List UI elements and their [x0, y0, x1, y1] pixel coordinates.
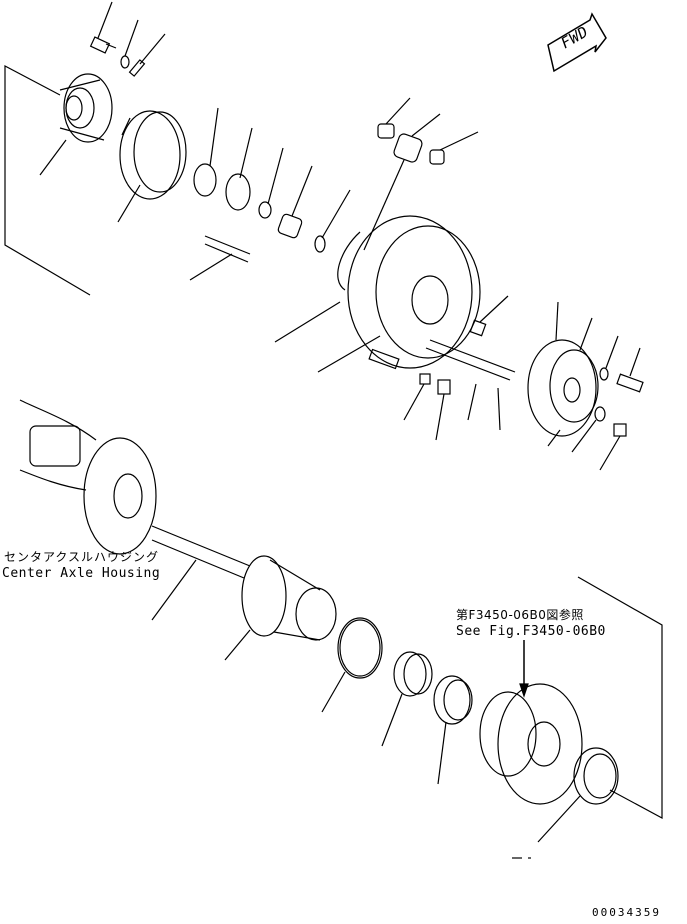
part-flange-hub [39, 73, 113, 176]
part-bearing-cone [381, 651, 433, 747]
housing-label-jp: センタアクスルハウジング [4, 550, 160, 564]
reference-label-jp: 第F3450-06B0図参照 [456, 608, 584, 622]
part-drain-plug [599, 423, 627, 471]
part-plug [571, 406, 606, 453]
part-washer-right [599, 335, 619, 381]
housing-label-en: Center Axle Housing [2, 566, 161, 581]
group-bracket-bottom-right [577, 576, 663, 820]
part-axle-shaft [151, 525, 251, 621]
part-oil-seal [537, 747, 619, 843]
part-bolt-top [89, 1, 117, 54]
part-axle-housing [19, 399, 157, 555]
part-bearing-cup [433, 675, 473, 785]
part-spacer [258, 147, 284, 219]
group-bracket-top-left [4, 65, 91, 296]
part-end-cover [527, 301, 599, 447]
part-bolt-lower [368, 348, 451, 441]
part-thrust-plate [193, 107, 219, 197]
part-shaft-pin [189, 235, 251, 281]
part-carrier-housing [274, 215, 481, 373]
drawing-id: 00034359 [592, 906, 661, 919]
part-needle-bearing [277, 165, 313, 239]
part-nut [469, 295, 509, 337]
part-carrier-plate [225, 127, 253, 211]
fwd-arrow-icon [547, 12, 607, 73]
part-bolt-right [616, 347, 644, 393]
part-snap-ring [314, 189, 351, 253]
part-spindle [224, 555, 337, 661]
part-wheel-hub [479, 640, 583, 805]
part-washer-top [120, 19, 139, 69]
part-o-ring [321, 617, 383, 713]
part-pin-top [128, 33, 166, 77]
part-ring-gear [117, 110, 187, 223]
reference-label-en: See Fig.F3450-06B0 [456, 624, 606, 639]
part-long-shaft [425, 339, 516, 431]
part-planet-gears [363, 97, 479, 251]
